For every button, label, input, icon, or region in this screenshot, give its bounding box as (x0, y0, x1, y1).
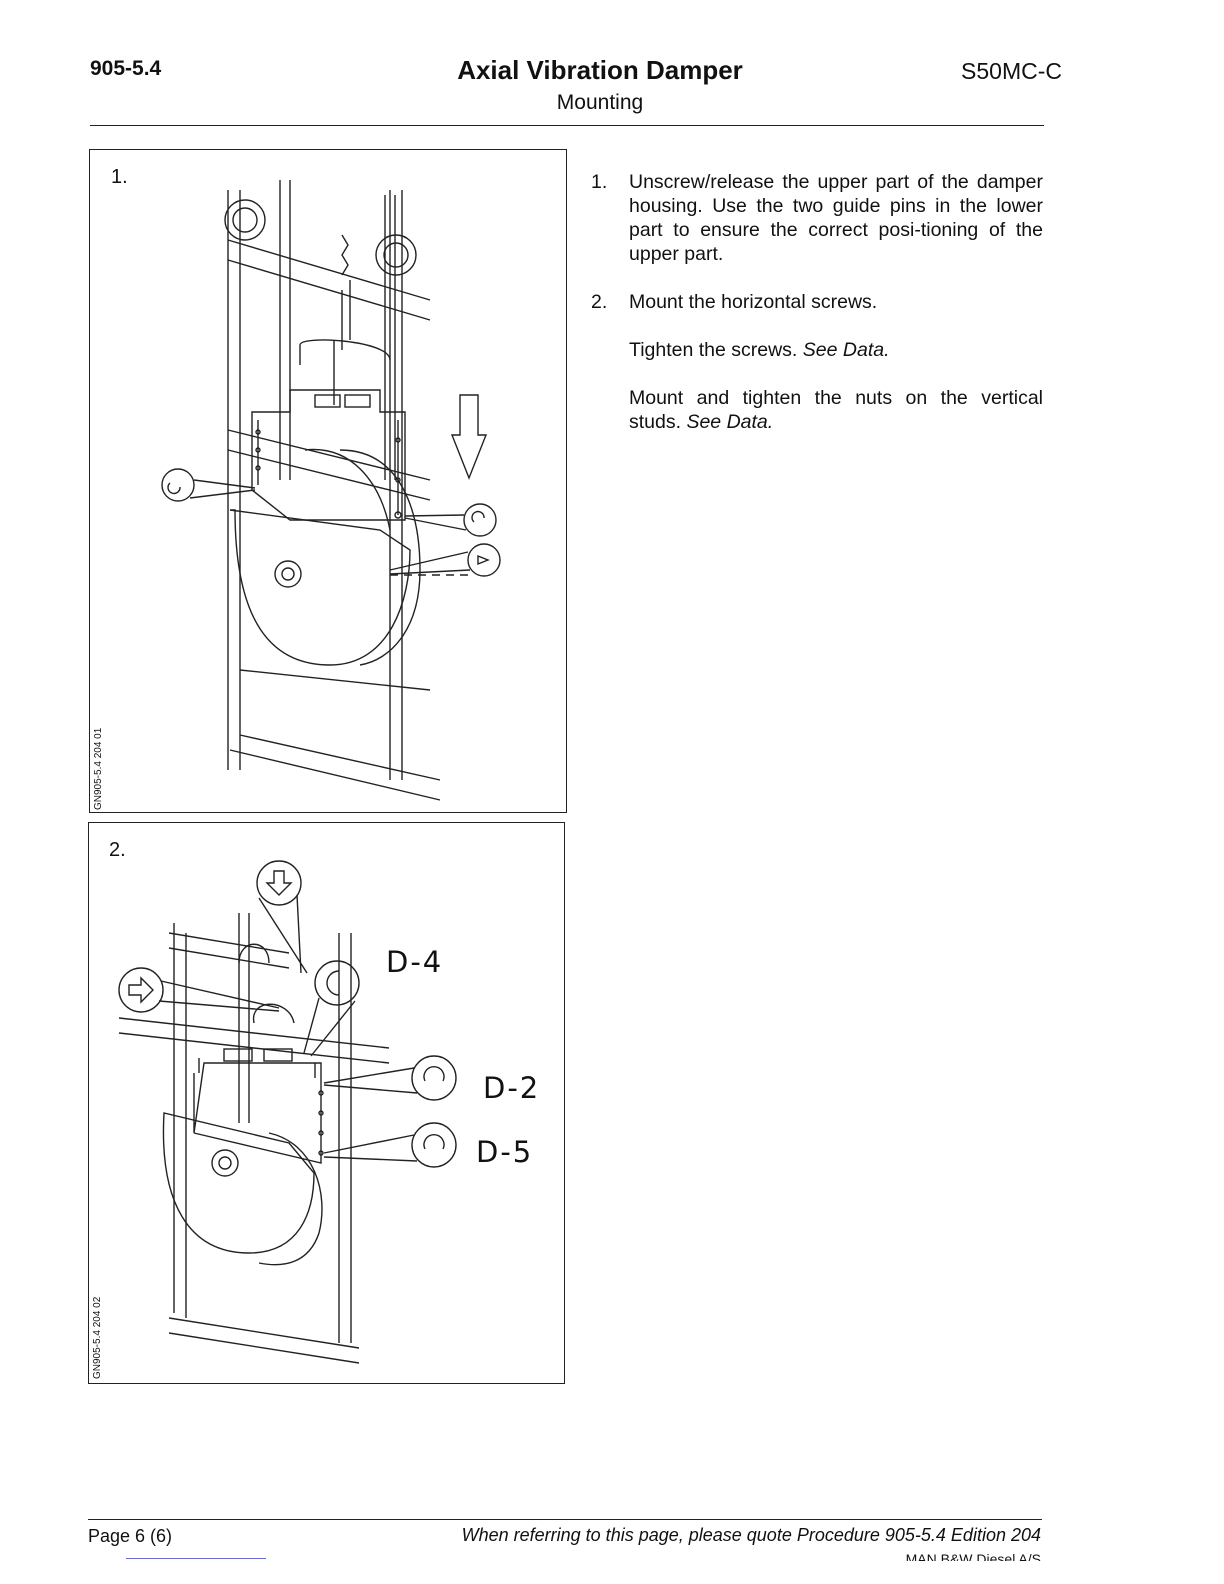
footer-reference: When referring to this page, please quot… (461, 1525, 1041, 1545)
figure-2: 2. D-4 D-2 D-5 GN905-5.4 204 02 (88, 822, 565, 1384)
figure-2-illustration (118, 860, 457, 1364)
step-2-details: Tighten the screws. See Data. Mount and … (591, 338, 1043, 434)
page-title: Axial Vibration Damper (457, 55, 743, 85)
engine-type: S50MC-C (961, 58, 1062, 84)
step-2-number: 2. (591, 291, 608, 313)
procedure-number: 905-5.4 (90, 57, 162, 80)
step-1-number: 1. (591, 171, 608, 193)
step-1: 1. Unscrew/release the upper part of the… (591, 170, 1043, 266)
label-d5: D-5 (476, 1135, 534, 1169)
step-2-text: Mount the horizontal screws. (629, 291, 878, 313)
figure-1-code: GN905-5.4 204 01 (93, 727, 104, 810)
page-number: Page 6 (6) (88, 1526, 173, 1546)
step-2-paragraph-2-text: Mount and tighten the nuts on the vertic… (629, 387, 1043, 433)
figure-1: 1. GN905-5.4 204 01 (89, 149, 567, 813)
see-data-reference-2: See Data. (686, 411, 774, 433)
footer-short-rule (126, 1558, 266, 1559)
label-d4: D-4 (386, 945, 444, 979)
step-2: 2. Mount the horizontal screws. (591, 290, 1043, 314)
figure-2-number: 2. (109, 839, 126, 861)
procedure-steps: 1. Unscrew/release the upper part of the… (591, 170, 1043, 458)
footer-company: MAN B&W Diesel A/S (905, 1551, 1041, 1561)
footer-rule (88, 1519, 1042, 1520)
figure-2-code: GN905-5.4 204 02 (92, 1296, 103, 1379)
step-1-text: Unscrew/release the upper part of the da… (629, 171, 1043, 265)
header-rule (90, 125, 1044, 126)
step-2-paragraph-2: Mount and tighten the nuts on the vertic… (629, 386, 1043, 434)
page-subtitle: Mounting (556, 91, 644, 114)
label-d2: D-2 (483, 1071, 541, 1105)
step-2-paragraph-1-text: Tighten the screws. (629, 339, 803, 361)
figure-1-number: 1. (111, 166, 128, 188)
step-2-paragraph-1: Tighten the screws. See Data. (629, 338, 1043, 362)
see-data-reference-1: See Data. (802, 339, 890, 361)
figure-1-illustration (161, 180, 501, 801)
